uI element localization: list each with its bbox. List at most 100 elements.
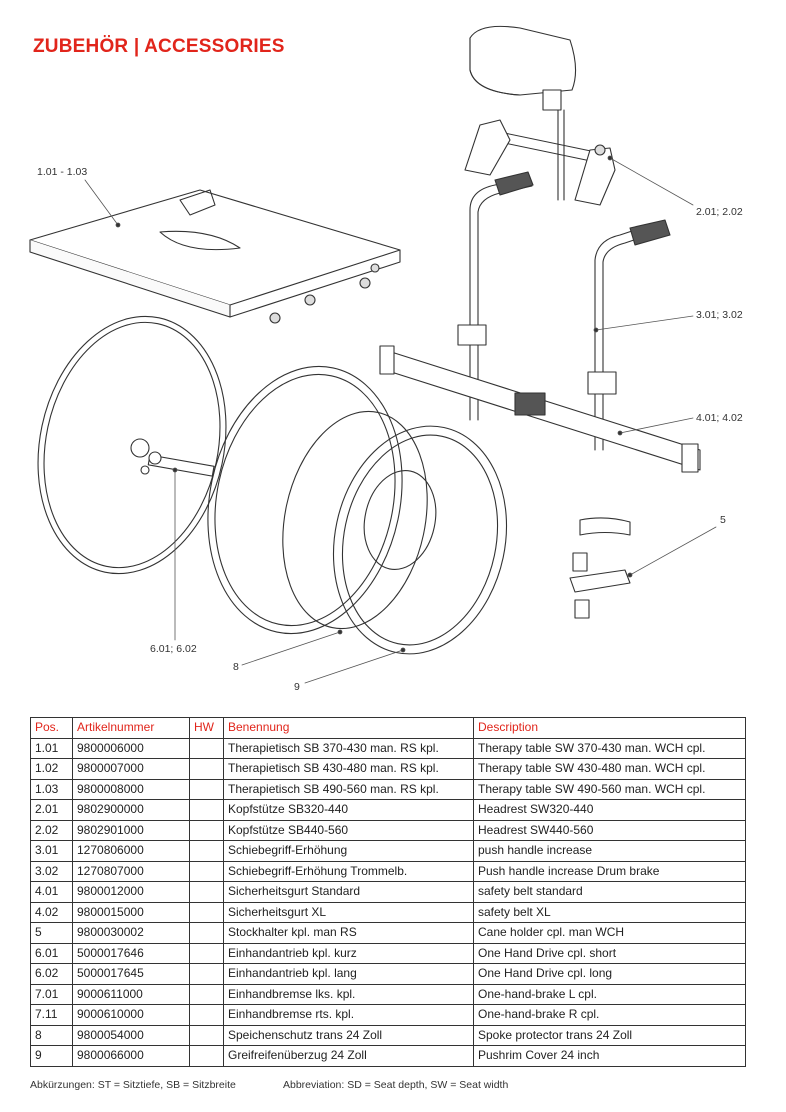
footer-abbreviations-en: Abbreviation: SD = Seat depth, SW = Seat…	[283, 1079, 509, 1091]
cell-pos: 6.02	[30, 963, 73, 985]
cell-description: Headrest SW440-560	[473, 819, 746, 841]
cell-description: One Hand Drive cpl. long	[473, 963, 746, 985]
cell-hw	[189, 778, 224, 800]
cell-article-number: 1270806000	[72, 840, 190, 862]
cell-description: Pushrim Cover 24 inch	[473, 1045, 746, 1067]
header-designation: Benennung	[223, 717, 474, 739]
page-title: ZUBEHÖR | ACCESSORIES	[33, 36, 285, 57]
cell-article-number: 5000017645	[72, 963, 190, 985]
cell-hw	[189, 758, 224, 780]
callout-8: 8	[233, 661, 239, 673]
header-hw: HW	[189, 717, 224, 739]
cell-article-number: 9800006000	[72, 737, 190, 759]
cell-hw	[189, 819, 224, 841]
cell-description: Cane holder cpl. man WCH	[473, 922, 746, 944]
callout-6: 6.01; 6.02	[150, 643, 197, 655]
cell-description: push handle increase	[473, 840, 746, 862]
cell-pos: 3.01	[30, 840, 73, 862]
cell-designation: Kopfstütze SB440-560	[223, 819, 474, 841]
cell-pos: 1.02	[30, 758, 73, 780]
cell-hw	[189, 942, 224, 964]
headrest-illustration	[464, 25, 616, 206]
cell-designation: Einhandbremse lks. kpl.	[223, 983, 474, 1005]
cell-designation: Therapietisch SB 370-430 man. RS kpl.	[223, 737, 474, 759]
cell-hw	[189, 840, 224, 862]
cell-description: One-hand-brake L cpl.	[473, 983, 746, 1005]
cell-pos: 2.02	[30, 819, 73, 841]
callout-9: 9	[294, 681, 300, 693]
cell-description: safety belt XL	[473, 901, 746, 923]
wheel-illustration	[37, 315, 227, 575]
spoke-protector-illustration	[207, 365, 428, 635]
cell-hw	[189, 1024, 224, 1046]
cell-hw	[189, 1045, 224, 1067]
cell-hw	[189, 922, 224, 944]
cell-designation: Einhandantrieb kpl. kurz	[223, 942, 474, 964]
cell-article-number: 9800007000	[72, 758, 190, 780]
cell-designation: Einhandbremse rts. kpl.	[223, 1004, 474, 1026]
cell-article-number: 9800008000	[72, 778, 190, 800]
cell-pos: 2.01	[30, 799, 73, 821]
cell-pos: 8	[30, 1024, 73, 1046]
cell-description: One-hand-brake R cpl.	[473, 1004, 746, 1026]
cell-hw	[189, 1004, 224, 1026]
cell-hw	[189, 881, 224, 903]
cell-pos: 7.01	[30, 983, 73, 1005]
table-header-row: Pos. Artikelnummer HW Benennung Descript…	[30, 717, 746, 739]
cell-description: Therapy table SW 490-560 man. WCH cpl.	[473, 778, 746, 800]
cell-pos: 4.02	[30, 901, 73, 923]
cell-designation: Kopfstütze SB320-440	[223, 799, 474, 821]
cell-article-number: 9000611000	[72, 983, 190, 1005]
header-pos: Pos.	[30, 717, 73, 739]
cell-designation: Sicherheitsgurt XL	[223, 901, 474, 923]
callout-3: 3.01; 3.02	[696, 309, 743, 321]
header-description: Description	[473, 717, 746, 739]
cell-description: safety belt standard	[473, 881, 746, 903]
cell-description: Therapy table SW 370-430 man. WCH cpl.	[473, 737, 746, 759]
cell-pos: 9	[30, 1045, 73, 1067]
cell-designation: Schiebegriff-Erhöhung	[223, 840, 474, 862]
cell-designation: Therapietisch SB 430-480 man. RS kpl.	[223, 758, 474, 780]
callout-2: 2.01; 2.02	[696, 206, 743, 218]
cell-article-number: 9800030002	[72, 922, 190, 944]
cell-designation: Einhandantrieb kpl. lang	[223, 963, 474, 985]
cell-hw	[189, 737, 224, 759]
cell-pos: 5	[30, 922, 73, 944]
leader-lines	[84, 155, 717, 684]
header-article-number: Artikelnummer	[72, 717, 190, 739]
cell-article-number: 9802900000	[72, 799, 190, 821]
cell-pos: 4.01	[30, 881, 73, 903]
cell-hw	[189, 963, 224, 985]
push-handle-illustration	[457, 171, 671, 451]
cell-hw	[189, 901, 224, 923]
cell-pos: 7.11	[30, 1004, 73, 1026]
cell-description: Spoke protector trans 24 Zoll	[473, 1024, 746, 1046]
cell-hw	[189, 799, 224, 821]
cell-article-number: 9800015000	[72, 901, 190, 923]
pushrim-cover-illustration	[332, 425, 508, 655]
cell-designation: Sicherheitsgurt Standard	[223, 881, 474, 903]
cell-article-number: 5000017646	[72, 942, 190, 964]
therapy-table-illustration	[29, 189, 401, 324]
cell-article-number: 9000610000	[72, 1004, 190, 1026]
cell-pos: 1.03	[30, 778, 73, 800]
cell-pos: 1.01	[30, 737, 73, 759]
cell-pos: 3.02	[30, 860, 73, 882]
cell-designation: Speichenschutz trans 24 Zoll	[223, 1024, 474, 1046]
cell-designation: Stockhalter kpl. man RS	[223, 922, 474, 944]
cell-hw	[189, 860, 224, 882]
